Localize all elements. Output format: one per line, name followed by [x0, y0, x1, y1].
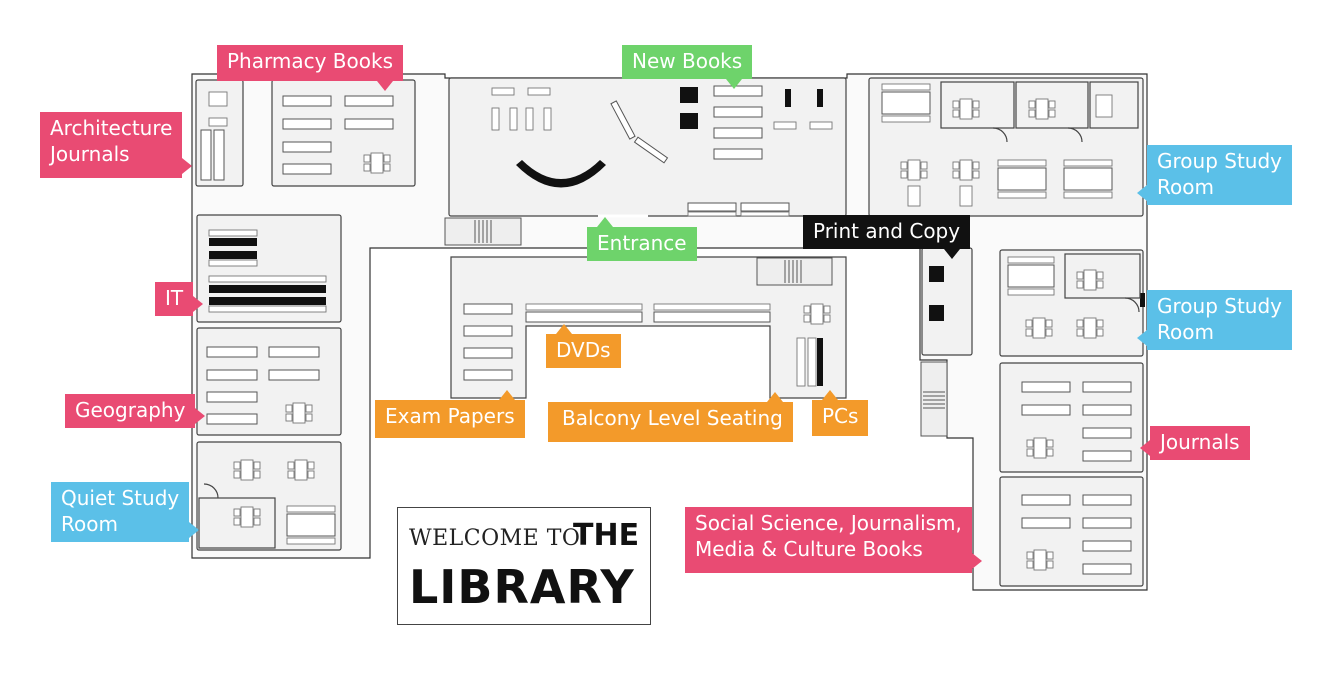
label-it: IT	[155, 282, 204, 316]
label-group-study-room-mid: Group Study Room	[1137, 290, 1292, 350]
pc-row	[209, 285, 326, 293]
reception-desk	[516, 160, 606, 188]
room-print	[921, 247, 973, 356]
pc-row	[209, 238, 257, 246]
label-print-and-copy: Print and Copy	[803, 215, 971, 259]
stairs-balcony	[756, 257, 833, 286]
stairs-right	[920, 361, 948, 437]
welcome-library: LIBRARY	[409, 560, 635, 614]
label-exam-papers: Exam Papers	[375, 390, 525, 438]
label-entrance: Entrance	[587, 217, 697, 261]
welcome-the: THE	[573, 518, 640, 553]
label-geography: Geography	[65, 394, 206, 428]
label-new-books: New Books	[622, 45, 753, 89]
label-social-science-books: Social Science, Journalism, Media & Cult…	[685, 507, 982, 573]
label-quiet-study-room: Quiet Study Room	[51, 482, 200, 542]
pc-row	[209, 297, 326, 305]
label-dvds: DVDs	[546, 324, 621, 368]
label-journals: Journals	[1140, 426, 1250, 460]
room-balcony	[450, 256, 847, 399]
label-pcs: PCs	[812, 390, 869, 436]
label-group-study-room-top: Group Study Room	[1137, 145, 1292, 205]
label-pharmacy-books: Pharmacy Books	[217, 45, 403, 91]
pc-row	[209, 251, 257, 259]
label-balcony-level-seating: Balcony Level Seating	[548, 392, 793, 442]
label-architecture-journals: Architecture Journals	[40, 112, 193, 178]
welcome-text: WELCOME TO	[409, 526, 581, 551]
welcome-sign: WELCOME TO THE LIBRARY	[397, 507, 651, 625]
